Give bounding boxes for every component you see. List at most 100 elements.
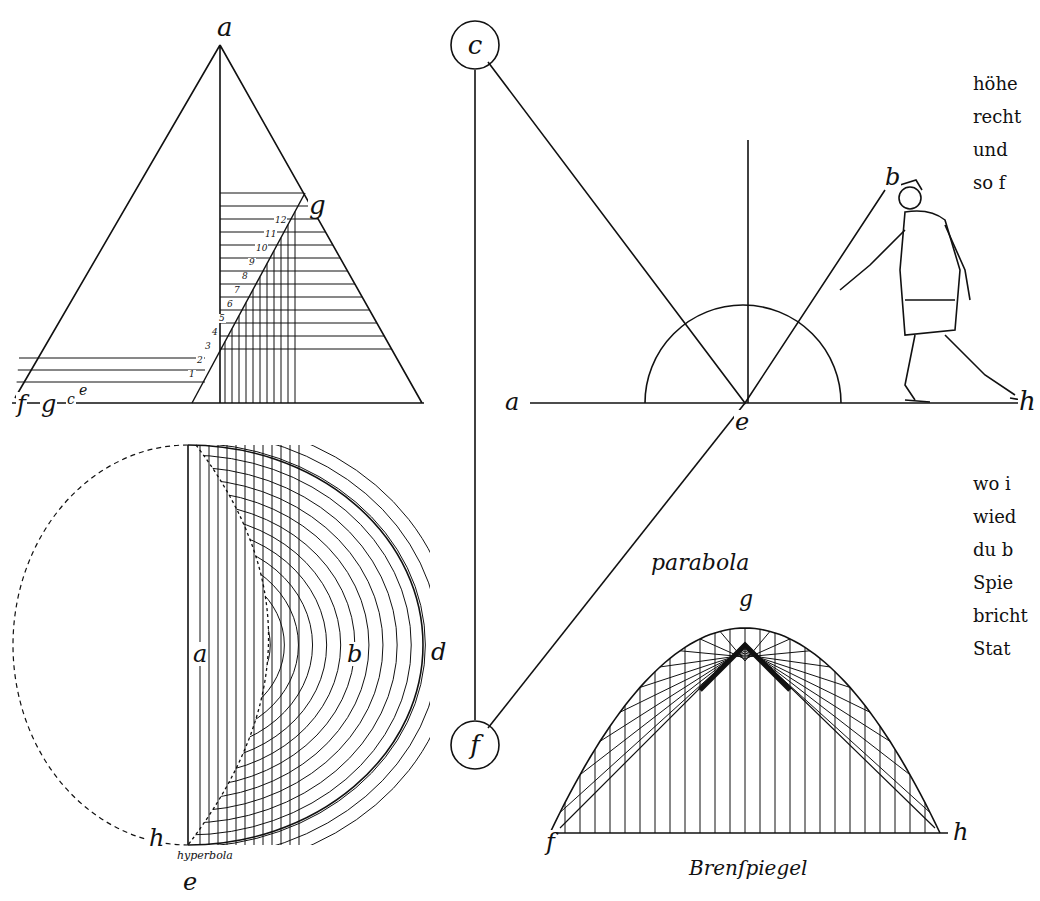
hatch-line: [220, 336, 384, 337]
parabola-hatch: [685, 647, 686, 833]
parabola-ray: [745, 651, 810, 657]
parabola-ray: [745, 649, 890, 741]
parabola-hatch: [670, 658, 671, 833]
parabola-ray: [745, 639, 790, 659]
point-label: a: [504, 390, 520, 414]
circle-node: f: [450, 720, 500, 770]
text-fragment: höhe: [973, 75, 1018, 93]
arc-hatch: [188, 455, 411, 835]
hatch-line: [253, 290, 254, 403]
parabola-hatch: [595, 749, 596, 833]
hatch-line: [18, 370, 205, 371]
point-label: 4: [211, 328, 219, 337]
point-label: 1: [188, 370, 196, 379]
parabola-curve: [550, 628, 940, 833]
arc-hatch: [188, 563, 284, 727]
arc-hatch: [188, 443, 425, 847]
hatch-line: [274, 251, 275, 403]
arc-hatch: [188, 431, 439, 859]
parabola-hatch: [760, 629, 761, 833]
parabola-hatch: [880, 726, 881, 833]
hatch-line: [272, 445, 273, 845]
parabola-ray: [745, 655, 830, 667]
hatch-line: [19, 358, 205, 359]
parabola-ray: [745, 645, 930, 813]
hatch-line: [232, 329, 233, 403]
text-fragment: recht: [973, 108, 1021, 126]
parabola-ray: [660, 655, 745, 667]
parabola-hatch: [850, 687, 851, 833]
point-label: 9: [248, 258, 256, 267]
parabola-ray: [600, 649, 745, 741]
point-label: e: [182, 870, 198, 894]
hatch-line: [220, 206, 311, 207]
cone-outline: [12, 45, 424, 403]
point-label: Brenſpiegel: [688, 858, 808, 878]
point-label: a: [192, 642, 208, 666]
point-label: e: [734, 410, 750, 434]
hatch-line: [254, 445, 255, 845]
hatch-line: [267, 264, 268, 403]
point-label: 8: [241, 272, 249, 281]
parabola-base: [548, 832, 948, 834]
arc-hatch: [188, 539, 313, 751]
angle-arc: [645, 305, 841, 403]
parabola-ray: [580, 647, 745, 775]
point-label: 11: [264, 230, 277, 239]
hatch-line: [218, 445, 219, 845]
section-curve: [188, 445, 269, 845]
point-label: h: [148, 826, 165, 850]
point-label: b: [346, 642, 363, 666]
hatch-line: [245, 445, 246, 845]
point-label: g: [40, 392, 57, 416]
arc-hatch: [188, 575, 270, 715]
point-label: 3: [204, 342, 212, 351]
text-fragment: Spie: [973, 574, 1013, 592]
normal-line: [747, 140, 749, 403]
point-label: c: [66, 392, 76, 406]
node-letter: f: [470, 732, 480, 758]
parabola-ray: [745, 653, 850, 687]
man-figure: [840, 180, 1022, 402]
text-fragment: und: [973, 141, 1008, 159]
point-label: d: [430, 640, 447, 664]
dashed-arc: [13, 445, 188, 845]
arc-hatch: [188, 515, 341, 775]
parabola-ray: [680, 651, 745, 657]
hatch-line: [260, 277, 261, 403]
hatch-line: [288, 225, 289, 403]
parabola-ray: [620, 651, 745, 712]
parabola-ray: [560, 645, 745, 813]
hatch-line: [220, 219, 318, 220]
parabola-ray: [745, 651, 870, 712]
parabola-hatch: [730, 629, 731, 833]
hatch-line: [220, 258, 340, 259]
hatch-line: [17, 382, 205, 383]
parabola-hatch: [895, 749, 896, 833]
hatch-line: [220, 271, 348, 272]
axis-line: [187, 445, 189, 845]
point-label: 6: [226, 300, 234, 309]
arc-hatch: [188, 503, 355, 787]
hatch-line: [220, 245, 333, 246]
parabola-ray: [745, 647, 910, 775]
point-label: h: [952, 820, 969, 844]
hatch-line: [227, 445, 228, 845]
point-label: 10: [255, 244, 268, 253]
parabola-hatch: [820, 658, 821, 833]
hatch-line: [220, 297, 362, 298]
arc-hatch: [188, 491, 369, 799]
arc-hatch: [188, 467, 397, 823]
parabola-hatch: [655, 672, 656, 833]
point-label: hyperbola: [176, 850, 234, 861]
focus-lines: [560, 643, 935, 828]
mirror-line: [530, 402, 1020, 404]
text-fragment: so f: [973, 174, 1005, 192]
point-label: g: [308, 192, 327, 218]
point-label: g: [738, 588, 754, 610]
parabola-hatch: [640, 687, 641, 833]
point-label: 12: [274, 216, 287, 225]
parabola-hatch: [805, 647, 806, 833]
